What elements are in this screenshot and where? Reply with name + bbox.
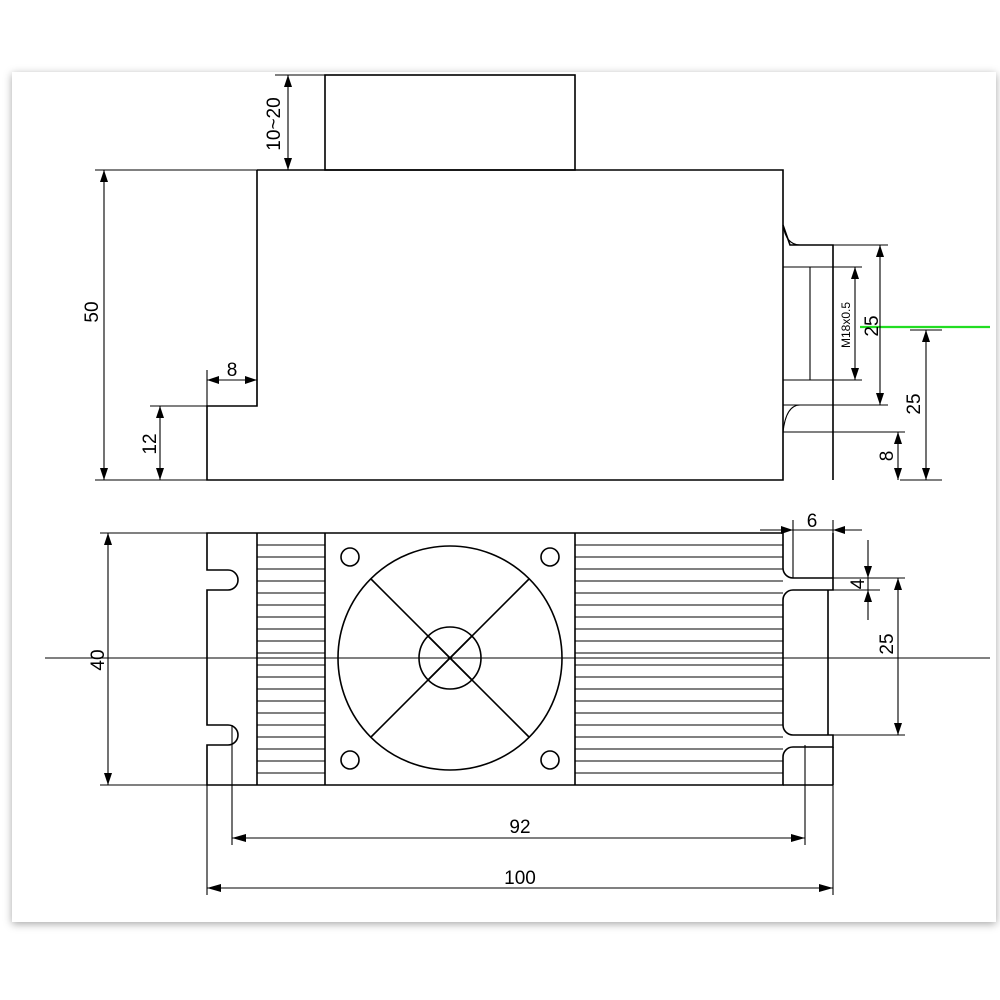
front-dimensions: 10~20 50 8 12 [82,74,942,481]
top-cap [324,74,576,171]
dim-step-height: 12 [140,433,161,454]
dim-slot-gap: 4 [848,578,869,589]
dim-cap-height: 10~20 [264,97,285,150]
top-view [45,532,990,786]
drawing-panel [12,72,996,922]
lug-fillet [782,404,801,433]
mount-hole [540,750,560,770]
dim-step-width: 8 [227,360,238,381]
dim-slot-pitch: 25 [877,633,898,654]
dim-base-offset: 8 [877,451,898,462]
dim-lug-height: 25 [904,393,925,414]
heatsink-fins [257,544,783,774]
mount-hole [340,750,360,770]
dim-slot-width: 6 [807,511,818,532]
dim-hole-spacing: 92 [509,817,530,838]
main-body-outline [206,169,784,481]
top-dimensions: 40 6 4 25 [88,511,905,895]
right-lug [782,224,834,480]
front-view [206,74,990,481]
mount-hole [340,547,360,567]
dim-body-height: 50 [82,301,103,322]
lug-fillet-top [782,224,801,246]
dim-overall-length: 100 [504,868,536,889]
top-outline [206,532,834,786]
dim-thread: M18x0.5 [839,302,853,348]
mount-hole [540,547,560,567]
dim-depth: 40 [88,649,109,670]
dim-thread-span: 25 [862,315,883,336]
